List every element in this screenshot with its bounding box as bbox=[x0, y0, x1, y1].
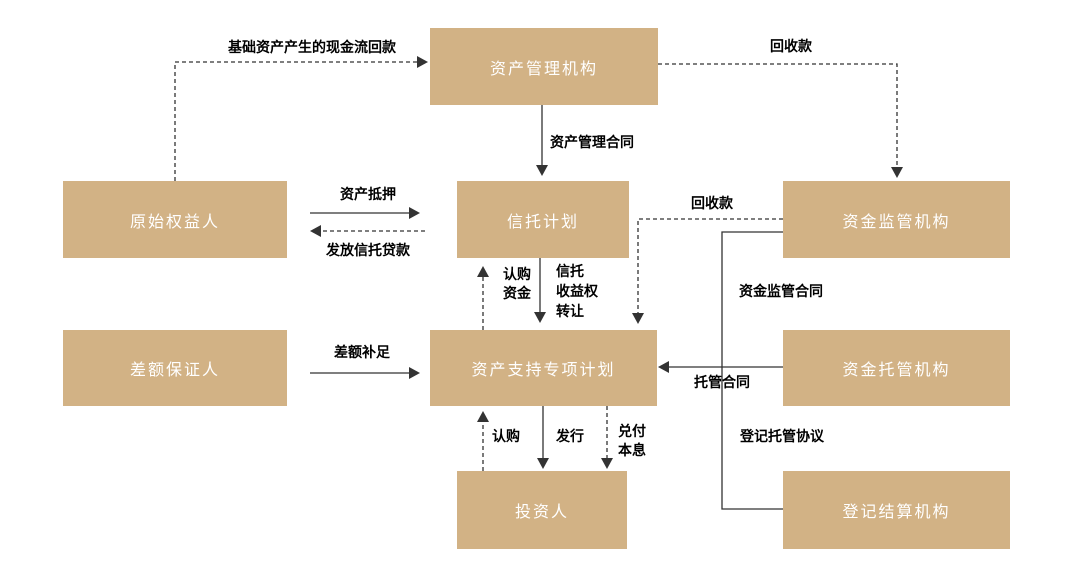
arrowhead-down-icon bbox=[891, 167, 903, 178]
edge-label-cashflow-to-manager: 基础资产产生的现金流回款 bbox=[228, 39, 396, 55]
node-trust-plan: 信托计划 bbox=[457, 181, 629, 258]
node-fund-custodian: 资金托管机构 bbox=[783, 330, 1010, 406]
edge-label-custody-contract: 托管合同 bbox=[694, 374, 750, 390]
edge-label-beneficiary-transfer: 信托 收益权 转让 bbox=[556, 263, 598, 319]
node-abs-plan: 资产支持专项计划 bbox=[430, 330, 657, 406]
arrowhead-down-icon bbox=[537, 458, 549, 469]
edge-label-issue: 发行 bbox=[556, 428, 584, 444]
edge-label-principal-interest-payment: 兑付 本息 bbox=[618, 423, 646, 458]
arrowhead-left-icon bbox=[658, 361, 669, 373]
arrowhead-down-icon bbox=[536, 165, 548, 176]
node-investors: 投资人 bbox=[457, 471, 627, 549]
arrowhead-up-icon bbox=[477, 266, 489, 277]
arrowhead-right-icon bbox=[409, 367, 420, 379]
arrowhead-right-icon bbox=[417, 56, 428, 68]
edge-label-shortfall-makeup: 差额补足 bbox=[334, 344, 390, 360]
edge-label-registration-custody-agreement: 登记托管协议 bbox=[740, 428, 824, 444]
node-asset-manager: 资产管理机构 bbox=[430, 28, 658, 105]
node-fund-supervisor: 资金监管机构 bbox=[783, 181, 1010, 258]
arrowhead-right-icon bbox=[409, 207, 420, 219]
arrowhead-down-icon bbox=[534, 312, 546, 323]
edge-label-subscribe: 认购 bbox=[492, 428, 520, 444]
edge-label-recovery-to-supervisor: 回收款 bbox=[770, 38, 812, 54]
node-registrar: 登记结算机构 bbox=[783, 471, 1010, 549]
edge-label-subscription-funds: 认购 资金 bbox=[503, 266, 531, 301]
node-original-obligor: 原始权益人 bbox=[63, 181, 287, 258]
edge-right-bus-line bbox=[721, 231, 783, 510]
edge-cashflow-to-manager-line bbox=[174, 61, 418, 181]
node-guarantor: 差额保证人 bbox=[63, 330, 287, 406]
edge-label-fund-supervision-contract: 资金监管合同 bbox=[739, 283, 823, 299]
arrowhead-down-icon bbox=[632, 313, 644, 324]
edge-recovery-to-supervisor-line bbox=[658, 63, 898, 168]
arrowhead-down-icon bbox=[601, 458, 613, 469]
edge-label-asset-management-contract: 资产管理合同 bbox=[550, 134, 634, 150]
arrowhead-up-icon bbox=[477, 411, 489, 422]
edge-label-trust-loan-grant: 发放信托贷款 bbox=[326, 242, 410, 258]
edge-label-recovery-to-plan: 回收款 bbox=[691, 195, 733, 211]
arrowhead-left-icon bbox=[310, 225, 321, 237]
edge-label-asset-collateral: 资产抵押 bbox=[340, 186, 396, 202]
